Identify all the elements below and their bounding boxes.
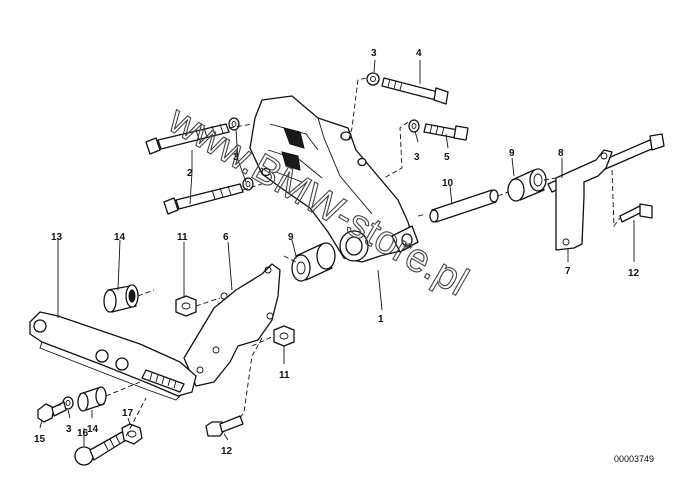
bolt-12-lower: [205, 415, 244, 437]
bolt-5-part: [423, 123, 469, 141]
nut-17-part: [121, 423, 143, 445]
adjusting-plate-6: [183, 263, 281, 387]
sleeve-10-part: [429, 189, 499, 223]
washers: [62, 72, 420, 410]
rubber-mount-14-upper: [103, 284, 139, 313]
callout-12a: 12: [628, 268, 640, 279]
callout-13: 13: [51, 232, 63, 243]
callout-8: 8: [558, 148, 564, 159]
callout-11b: 11: [279, 370, 290, 381]
bracket-7-part: [555, 149, 613, 251]
callout-6: 6: [223, 232, 229, 243]
callout-11a: 11: [177, 232, 188, 243]
callout-7: 7: [565, 266, 571, 277]
callout-3a: 3: [233, 152, 239, 163]
long-bolt-upper: [145, 123, 230, 155]
callout-9a: 9: [509, 148, 515, 159]
callout-labels: 1 2 3 3 3 3 4 5 6 7 8 9 9 10 11 11 12 12…: [34, 48, 640, 457]
rubber-bush-lower: [291, 242, 336, 282]
callout-3b: 3: [371, 48, 377, 59]
callout-14b: 14: [87, 424, 99, 435]
callout-1: 1: [378, 314, 384, 325]
callout-14a: 14: [114, 232, 126, 243]
bolt-12-right: [619, 203, 653, 223]
callout-10: 10: [442, 178, 454, 189]
assembly-dashed-lines: [55, 77, 621, 437]
long-bolt-lower: [163, 183, 244, 215]
callout-3c: 3: [414, 152, 420, 163]
nut-11-upper: [175, 295, 197, 317]
callout-3d: 3: [66, 424, 72, 435]
alternator-bracket-part: [249, 95, 419, 263]
leader-lines: [39, 59, 635, 446]
callout-4: 4: [416, 48, 422, 59]
bolt-4-part: [381, 77, 449, 105]
callout-17: 17: [122, 408, 134, 419]
callout-5: 5: [444, 152, 450, 163]
callout-9b: 9: [288, 232, 294, 243]
bolt-15-part: [37, 401, 67, 423]
nut-11-lower: [273, 325, 295, 347]
callout-12b: 12: [221, 446, 233, 457]
callout-16: 16: [77, 428, 89, 439]
callout-2: 2: [187, 168, 193, 179]
rubber-bush-upper: [507, 168, 547, 202]
drawing-number: 00003749: [614, 454, 654, 464]
callout-15: 15: [34, 434, 46, 445]
adjusting-arm-13: [29, 311, 197, 401]
rubber-mount-14-lower: [77, 386, 107, 412]
